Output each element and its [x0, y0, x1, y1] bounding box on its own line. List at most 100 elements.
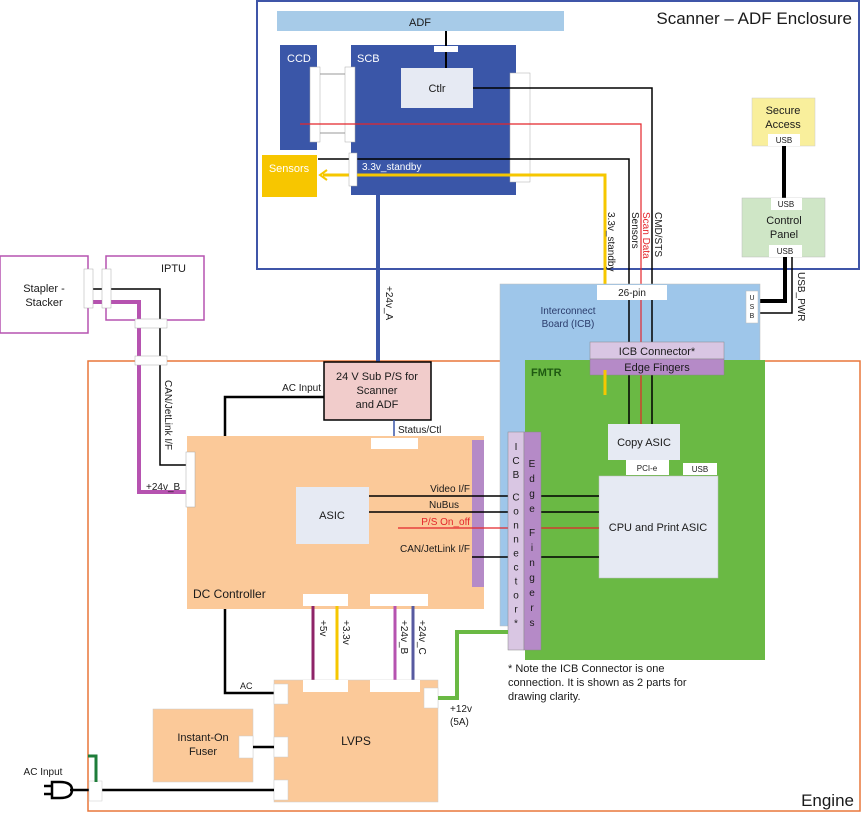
sub-ps-ac-wire — [223, 395, 324, 436]
vertical-letter: d — [529, 474, 535, 485]
edge-fingers-vertical — [523, 431, 542, 651]
ctlr-label: Ctlr — [428, 83, 445, 95]
ac-input-connector — [88, 780, 103, 802]
ac-input-label: AC Input — [24, 767, 63, 778]
note-line-1: * Note the ICB Connector is one — [508, 663, 665, 675]
note-line-3: drawing clarity. — [508, 691, 581, 703]
dc-left-connector — [185, 451, 196, 508]
can-jetlink-vert-label: CAN/JetLink I/F — [162, 380, 173, 450]
v12-label: +12v — [450, 704, 472, 715]
stapler-label-1: Stapler - — [23, 283, 65, 295]
lvps-fuser-connector — [273, 736, 289, 758]
v12-wire — [438, 630, 508, 700]
v5-label: +5v — [317, 620, 328, 636]
sub-ps-ac-label: AC Input — [282, 383, 321, 394]
sub-ps-label-2: Scanner — [357, 385, 398, 397]
instant-on-fuser-block — [152, 708, 254, 783]
vertical-letter: n — [529, 558, 535, 569]
icb-usb-s: S — [750, 304, 755, 311]
cmd-sts-wire — [473, 87, 653, 340]
lvps-input-connector — [273, 779, 289, 801]
control-panel-label-2: Panel — [770, 229, 798, 241]
vertical-letter: g — [529, 573, 535, 584]
ccd-connector — [309, 66, 321, 143]
cpu-usb-label: USB — [692, 465, 708, 474]
sensors-arrow-icon — [318, 169, 328, 181]
v24c-label: +24v_C — [416, 620, 427, 655]
iptu-left-connector — [101, 268, 112, 309]
asic-block — [296, 487, 369, 544]
sub-ps-label-1: 24 V Sub P/S for — [336, 371, 418, 383]
lvps-label: LVPS — [341, 734, 371, 748]
sub-ps-label-3: and ADF — [356, 399, 399, 411]
power-plug-icon — [44, 780, 74, 800]
scb-left-connector — [344, 66, 356, 143]
panel-usb-top-label: USB — [778, 200, 794, 209]
note-line-2: connection. It is shown as 2 parts for — [508, 677, 687, 689]
scb-sensor-connector — [348, 152, 358, 187]
vertical-letter: n — [513, 520, 519, 531]
secure-access-label-2: Access — [765, 119, 801, 131]
secure-access-label-1: Secure — [766, 105, 801, 117]
stapler-label-2: Stacker — [25, 297, 63, 309]
fuser-label-1: Instant-On — [177, 732, 228, 744]
vertical-letter: e — [529, 588, 535, 599]
vertical-letter: F — [529, 528, 535, 539]
stapler-connector — [83, 268, 94, 309]
video-if-label: Video I/F — [430, 484, 470, 495]
iptu-label: IPTU — [161, 263, 186, 275]
icb-connector-label: ICB Connector* — [619, 346, 696, 358]
vertical-letter: n — [513, 534, 519, 545]
cpu-label: CPU and Print ASIC — [609, 522, 707, 534]
v12-amp-label: (5A) — [450, 717, 469, 728]
fmtr-label: FMTR — [531, 367, 562, 379]
cpu-usb-port — [683, 463, 717, 475]
dc-controller-label: DC Controller — [193, 587, 266, 601]
lvps-12v-connector — [423, 687, 439, 709]
nubus-label: NuBus — [429, 500, 459, 511]
vertical-letter: I — [515, 442, 518, 453]
secure-usb-port — [768, 134, 800, 146]
fuser-label-2: Fuser — [189, 746, 217, 758]
panel-usb-top-port — [771, 198, 802, 210]
icb-usb-b: B — [750, 313, 755, 320]
v33-label: +3.3v — [340, 620, 351, 645]
can-jetlink-label: CAN/JetLink I/F — [400, 544, 470, 555]
icb-usb-port — [745, 290, 759, 324]
secure-usb-label: USB — [776, 136, 792, 145]
edge-fingers-label: Edge Fingers — [624, 362, 690, 374]
cmd-sts-vert-label: CMD/STS — [652, 212, 663, 257]
copy-asic-block — [608, 424, 680, 460]
vertical-letter: r — [514, 604, 518, 615]
standby-33-label: 3.3v_standby — [362, 162, 422, 173]
ccd-label: CCD — [287, 53, 311, 65]
status-ctl-label: Status/Ctl — [398, 425, 441, 436]
vertical-letter: C — [512, 492, 519, 503]
pcie-connector — [626, 460, 669, 475]
adf-connector — [434, 46, 458, 52]
ps-onoff-label: P/S On_off — [421, 517, 470, 528]
copy-asic-label: Copy ASIC — [617, 437, 671, 449]
vertical-letter: g — [529, 489, 535, 500]
scanner-enclosure-title: Scanner – ADF Enclosure — [656, 9, 852, 28]
sub-ps-block — [323, 361, 432, 421]
iptu-block — [105, 255, 205, 321]
pcie-label: PCI-e — [637, 464, 658, 473]
ctlr-block — [401, 68, 473, 108]
vertical-letter: B — [513, 470, 520, 481]
sensors-wire — [318, 158, 630, 340]
vertical-letter: i — [531, 543, 533, 554]
icb-usb-u: U — [749, 295, 754, 302]
vertical-letter: e — [513, 548, 519, 559]
lvps-ac-connector — [273, 683, 289, 705]
ac-wire — [223, 609, 275, 695]
lvps-top-connector-2 — [370, 680, 420, 692]
dc-status-connector — [371, 438, 418, 449]
26-pin-label: 26-pin — [618, 288, 646, 299]
cpu-print-asic-block — [598, 475, 719, 579]
vertical-letter: s — [530, 618, 535, 629]
vertical-letter: o — [513, 590, 519, 601]
